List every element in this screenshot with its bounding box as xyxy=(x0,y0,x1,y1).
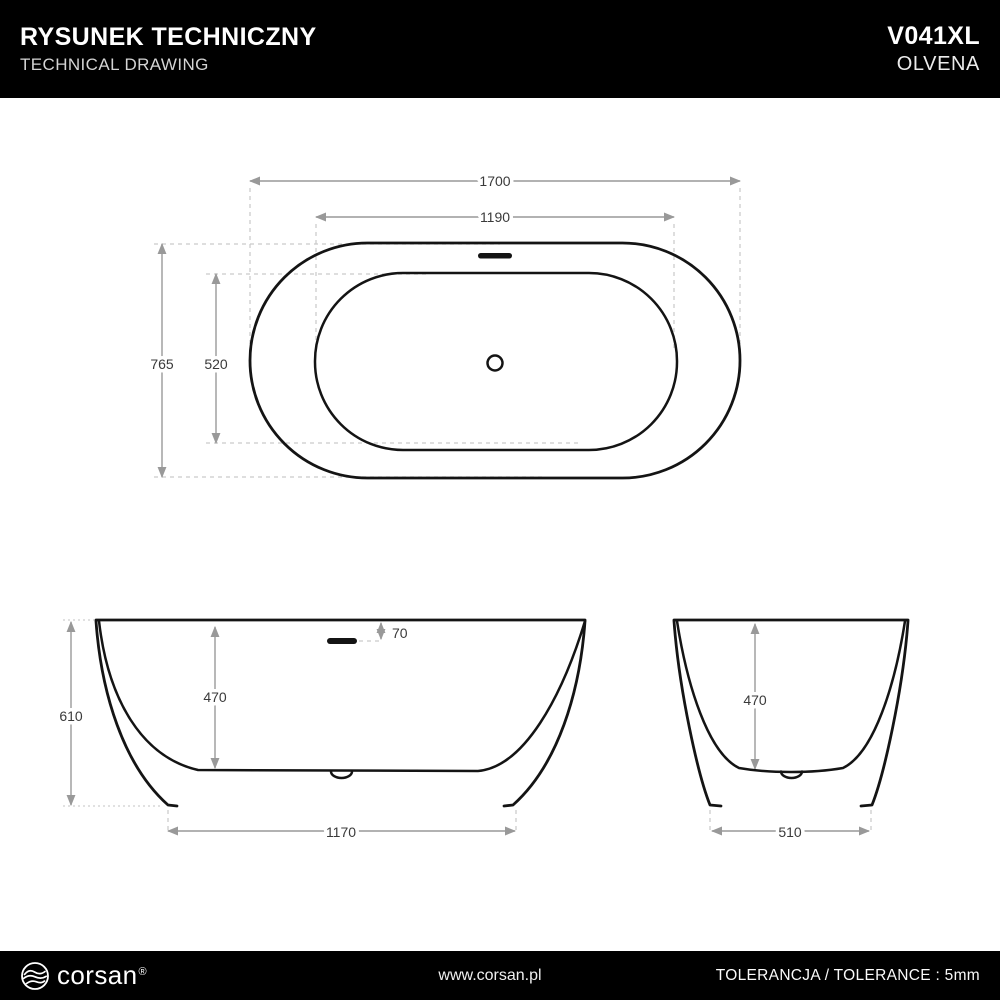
front-view: 610 470 70 1170 xyxy=(56,618,587,844)
dim-label-overflow-offset: 70 xyxy=(392,625,408,641)
header-right: V041XL OLVENA xyxy=(887,22,980,76)
dim-label-outer-length: 1700 xyxy=(479,173,510,189)
page-title: RYSUNEK TECHNICZNY xyxy=(20,23,317,51)
top-view-inner-outline xyxy=(313,271,679,452)
dim-label-side-depth: 470 xyxy=(743,692,767,708)
series-name: OLVENA xyxy=(896,53,980,75)
website-url: www.corsan.pl xyxy=(438,966,542,984)
top-view: 1700 1190 765 520 xyxy=(147,170,742,480)
top-view-outer-outline xyxy=(248,241,742,480)
dim-label-total-height: 610 xyxy=(59,708,83,724)
header-bar: RYSUNEK TECHNICZNY TECHNICAL DRAWING V04… xyxy=(0,0,1000,98)
side-view-outer-left xyxy=(672,619,723,808)
model-code: V041XL xyxy=(887,22,980,50)
side-view-inner-bowl xyxy=(675,619,907,774)
dim-label-front-depth: 470 xyxy=(203,689,227,705)
front-drain-icon xyxy=(329,770,354,780)
drain-icon xyxy=(486,354,504,372)
page-subtitle: TECHNICAL DRAWING xyxy=(20,55,209,74)
brand-name: corsan xyxy=(57,960,138,990)
registered-mark: ® xyxy=(138,966,147,978)
side-view: 470 510 xyxy=(672,618,910,844)
overflow-icon xyxy=(478,253,512,259)
front-overflow-icon xyxy=(327,638,357,644)
front-view-outer-right xyxy=(502,619,587,808)
front-view-extension-lines xyxy=(63,619,517,831)
front-view-outer-left xyxy=(94,619,179,808)
side-view-extension-lines xyxy=(709,810,872,831)
dim-label-inner-length: 1190 xyxy=(480,209,510,225)
footer-bar: corsan® www.corsan.pl TOLERANCJA / TOLER… xyxy=(0,951,1000,1000)
brand-logo: corsan® xyxy=(20,961,147,991)
front-view-inner-bowl xyxy=(97,619,587,773)
top-view-extension-lines xyxy=(154,188,741,478)
dim-label-inner-width: 520 xyxy=(204,356,228,372)
dim-label-outer-width: 765 xyxy=(150,356,174,372)
tolerance-note: TOLERANCJA / TOLERANCE : 5mm xyxy=(715,966,980,984)
corsan-wave-icon xyxy=(21,961,49,990)
side-drain-icon xyxy=(779,770,804,780)
dim-label-base-length: 1170 xyxy=(326,824,356,840)
header-left: RYSUNEK TECHNICZNY TECHNICAL DRAWING xyxy=(20,23,317,75)
side-view-outer-right xyxy=(859,619,910,808)
dim-label-base-width: 510 xyxy=(778,824,802,840)
